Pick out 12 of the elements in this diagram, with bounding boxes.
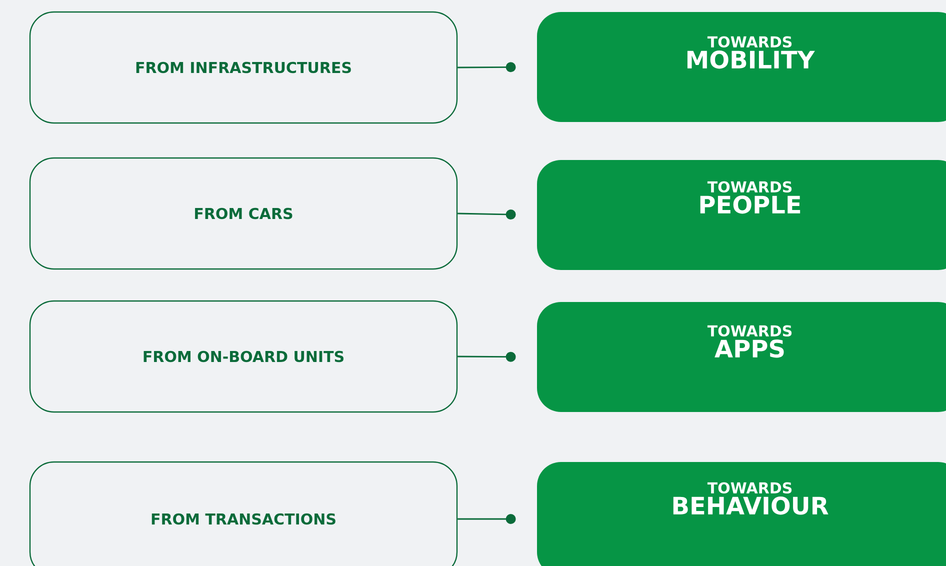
source-box: FROM ON-BOARD UNITS <box>29 300 458 413</box>
source-box: FROM CARS <box>29 157 458 270</box>
connector-line <box>458 62 516 72</box>
target-box: TOWARDS MOBILITY <box>537 12 946 122</box>
target-box: TOWARDS BEHAVIOUR <box>537 462 946 566</box>
target-box: TOWARDS PEOPLE <box>537 160 946 270</box>
source-box: FROM INFRASTRUCTURES <box>29 11 458 124</box>
connector-line <box>458 514 516 524</box>
connector-line <box>458 352 516 362</box>
connector-line <box>458 210 516 220</box>
source-box: FROM TRANSACTIONS <box>29 461 458 566</box>
target-box: TOWARDS APPS <box>537 302 946 412</box>
